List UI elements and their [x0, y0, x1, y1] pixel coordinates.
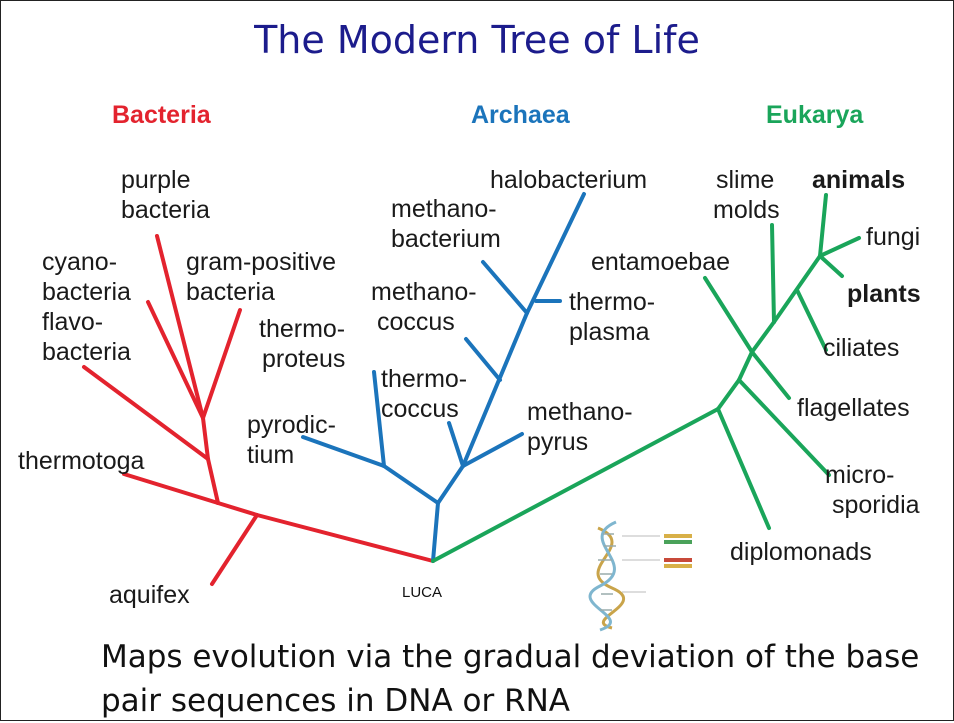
branch-pyrodictium	[303, 437, 384, 466]
label-microsporidia-2: sporidia	[832, 491, 920, 519]
label-flavobacteria-1: flavo-	[42, 308, 103, 336]
label-fungi: fungi	[866, 223, 920, 251]
label-animals: animals	[812, 166, 905, 194]
branch-animals	[820, 195, 826, 256]
branch-diplomonads	[718, 409, 769, 528]
domain-eukarya-label: Eukarya	[766, 101, 864, 129]
bacteria-inner	[208, 459, 218, 503]
branch-entamoebae	[705, 278, 752, 352]
branch-ciliates	[797, 290, 826, 350]
branch-fungi	[820, 238, 859, 256]
label-ciliates: ciliates	[823, 334, 899, 362]
branch-cyanobacteria	[148, 302, 203, 418]
branch-plants	[820, 256, 842, 276]
label-cyanobacteria-1: cyano-	[42, 248, 117, 276]
branch-thermococcus	[449, 423, 463, 466]
label-methanococcus-1: methano-	[371, 278, 477, 306]
label-methanopyrus-2: pyrus	[527, 428, 588, 456]
branch-methanobacterium	[483, 262, 527, 313]
label-flagellates: flagellates	[797, 394, 910, 422]
label-thermoproteus-1: thermo-	[259, 315, 345, 343]
label-thermoplasma-2: plasma	[569, 318, 650, 346]
branch-aquifex	[212, 515, 257, 584]
label-pyrodictium-1: pyrodic-	[247, 411, 336, 439]
label-flavobacteria-2: bacteria	[42, 338, 131, 366]
branch-gram-positive	[203, 310, 240, 418]
label-purple-bacteria-1: purple	[121, 166, 191, 194]
domain-archaea-label: Archaea	[471, 101, 571, 129]
label-microsporidia-1: micro-	[825, 461, 894, 489]
label-methanobacterium-1: methano-	[391, 195, 497, 223]
caption-line-1: Maps evolution via the gradual deviation…	[101, 635, 919, 679]
label-entamoebae: entamoebae	[591, 248, 730, 276]
domain-bacteria-label: Bacteria	[112, 101, 212, 129]
label-diplomonads: diplomonads	[730, 538, 872, 566]
label-thermoplasma-1: thermo-	[569, 288, 655, 316]
branch-slime-molds	[772, 225, 774, 322]
caption-line-2: pair sequences in DNA or RNA	[101, 679, 919, 723]
label-methanococcus-2: coccus	[377, 308, 455, 336]
label-pyrodictium-2: tium	[247, 441, 294, 469]
label-thermococcus-2: coccus	[381, 395, 459, 423]
dna-double-helix-icon	[590, 522, 692, 630]
label-plants: plants	[847, 280, 921, 308]
branch-flagellates	[752, 352, 789, 398]
label-slime-molds-1: slime	[716, 166, 774, 194]
label-purple-bacteria-2: bacteria	[121, 196, 210, 224]
eukarya-trunk-2	[718, 380, 739, 409]
label-slime-molds-2: molds	[713, 196, 780, 224]
label-cyanobacteria-2: bacteria	[42, 278, 131, 306]
eukarya-trunk-3	[739, 352, 752, 380]
bacteria-trunk	[257, 515, 433, 561]
label-thermoproteus-2: proteus	[262, 345, 345, 373]
branch-flavobacteria	[84, 367, 208, 459]
eukarya-trunk-4	[752, 322, 774, 352]
label-methanopyrus-1: methano-	[527, 398, 633, 426]
slide-caption: Maps evolution via the gradual deviation…	[101, 635, 919, 723]
label-gram-positive-1: gram-positive	[186, 248, 336, 276]
archaea-main	[463, 313, 527, 466]
archaea-trunk-2	[438, 466, 463, 503]
label-methanobacterium-2: bacterium	[391, 225, 501, 253]
label-aquifex: aquifex	[109, 581, 190, 609]
branch-thermotoga	[124, 474, 218, 503]
label-halobacterium: halobacterium	[490, 166, 647, 194]
label-thermotoga: thermotoga	[18, 447, 145, 475]
branch-methanococcus	[466, 339, 500, 380]
archaea-lower-left	[384, 466, 438, 503]
label-thermococcus-1: thermo-	[381, 365, 467, 393]
luca-label: LUCA	[402, 584, 442, 601]
archaea-trunk	[433, 503, 438, 561]
label-gram-positive-2: bacteria	[186, 278, 275, 306]
bacteria-trunk-2	[218, 503, 257, 515]
bacteria-inner-2	[203, 418, 208, 459]
